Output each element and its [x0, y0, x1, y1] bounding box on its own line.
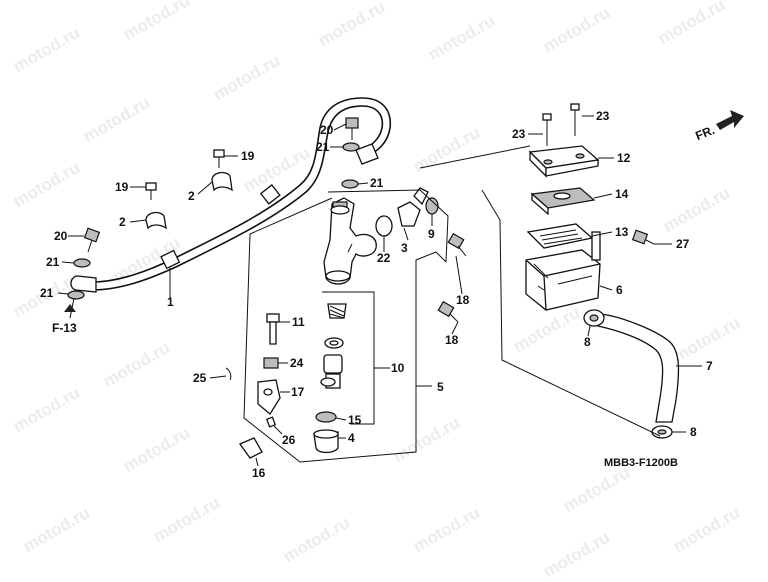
callout-19: 19 — [115, 180, 129, 194]
master-cylinder-bracket — [243, 197, 447, 463]
callout-26: 26 — [282, 433, 296, 447]
pushrod-joint — [239, 437, 263, 459]
callout-23: 23 — [596, 109, 610, 123]
reservoir-cap — [528, 145, 600, 178]
callout-13: 13 — [615, 225, 629, 239]
callout-18: 18 — [445, 333, 459, 347]
reservoir-bolt — [631, 229, 655, 245]
bolt-19-lower — [145, 182, 157, 200]
callout-2: 2 — [119, 215, 126, 229]
callout-27: 27 — [676, 237, 690, 251]
callout-numbers: 1 2 2 3 4 5 6 7 8 8 9 10 11 12 13 14 15 … — [40, 109, 713, 480]
callout-19: 19 — [241, 149, 255, 163]
callout-15: 15 — [348, 413, 362, 427]
callout-3: 3 — [401, 241, 408, 255]
reference-f13: F-13 — [52, 321, 77, 335]
hose-fitting-lower — [70, 275, 97, 293]
callout-7: 7 — [706, 359, 713, 373]
callout-5: 5 — [437, 380, 444, 394]
diagram-code: MBB3-F1200B — [604, 457, 678, 469]
callout-20: 20 — [320, 123, 334, 137]
cap-screw-right — [570, 103, 580, 136]
diaphragm — [526, 223, 594, 249]
hose-sleeve — [259, 184, 281, 205]
piston-kit — [320, 303, 347, 389]
callout-10: 10 — [391, 361, 405, 375]
sealing-washer — [342, 142, 360, 152]
callout-9: 9 — [428, 227, 435, 241]
callout-20: 20 — [54, 229, 68, 243]
diaphragm-plate — [530, 187, 596, 216]
callout-bracket — [327, 189, 449, 263]
reservoir-hose-joint — [397, 187, 429, 227]
callout-18: 18 — [456, 293, 470, 307]
hose-cap — [425, 197, 439, 215]
leader-lines — [57, 115, 702, 467]
callout-8: 8 — [690, 425, 697, 439]
sealing-washer — [73, 258, 91, 268]
callout-21: 21 — [46, 255, 60, 269]
assembly-guide — [419, 145, 661, 437]
front-label: FR. — [693, 123, 716, 143]
callout-16: 16 — [252, 466, 266, 480]
callout-22: 22 — [377, 251, 391, 265]
reservoir-hose — [597, 313, 680, 423]
sealing-washer — [341, 179, 359, 189]
brake-hose — [70, 97, 392, 293]
hose-clip-lower — [651, 425, 673, 439]
boot — [313, 429, 339, 454]
piston-kit-bracket — [322, 291, 375, 425]
callout-12: 12 — [617, 151, 631, 165]
callout-17: 17 — [291, 385, 305, 399]
callout-25: 25 — [193, 371, 207, 385]
sealing-washer — [67, 290, 85, 300]
hose-clamp — [145, 171, 233, 230]
banjo-bolt-20-upper — [345, 117, 359, 140]
callout-21: 21 — [40, 286, 54, 300]
push-rod — [266, 313, 280, 345]
callout-6: 6 — [616, 283, 623, 297]
callout-8: 8 — [584, 335, 591, 349]
front-arrow-icon — [716, 110, 744, 130]
front-direction-arrow: FR. — [693, 110, 744, 143]
callout-14: 14 — [615, 187, 629, 201]
bolt-19-upper — [213, 149, 225, 168]
callout-11: 11 — [292, 315, 305, 329]
hose-clip-upper — [583, 309, 605, 327]
reservoir-body — [525, 231, 601, 311]
hose-sleeve — [160, 249, 181, 270]
reference-arrow-icon — [64, 304, 76, 312]
hose-fitting-upper — [355, 143, 379, 165]
callout-2: 2 — [188, 189, 195, 203]
clevis-pin — [265, 416, 277, 428]
cap-screw-left — [542, 113, 552, 146]
callout-4: 4 — [348, 431, 355, 445]
callout-24: 24 — [290, 356, 304, 370]
o-ring — [375, 215, 393, 237]
callout-1: 1 — [167, 295, 174, 309]
mounting-bolt-18-upper — [447, 232, 467, 257]
circlip-seal — [315, 411, 337, 423]
master-cylinder-body — [323, 197, 377, 285]
mounting-bolt-18-lower — [437, 300, 459, 323]
callout-21: 21 — [370, 176, 384, 190]
callout-23: 23 — [512, 127, 526, 141]
callout-21: 21 — [316, 140, 330, 154]
banjo-bolt-20-lower — [83, 227, 101, 253]
clevis — [257, 379, 281, 415]
cotter-pin — [225, 367, 232, 381]
lock-nut — [263, 357, 279, 369]
